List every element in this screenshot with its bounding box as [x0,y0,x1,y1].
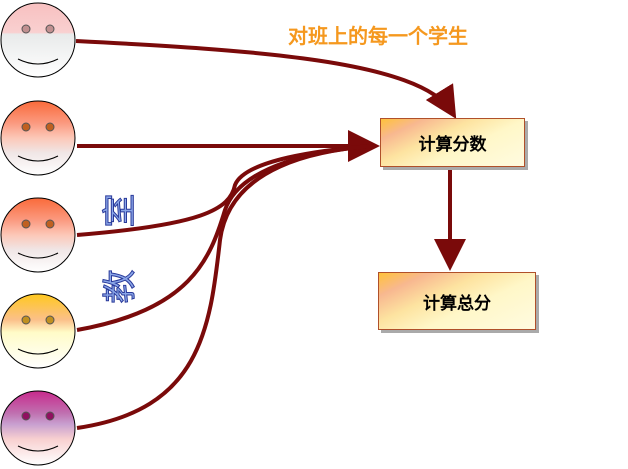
label-char-teach: 教 [100,269,141,304]
student-face-1 [0,2,76,78]
student-face-4 [0,293,76,369]
student-face-3 [0,197,76,273]
compute-total-box: 计算总分 [378,272,536,330]
student-face-5 [0,390,76,466]
diagram-title: 对班上的每一个学生 [288,24,468,48]
compute-score-label: 计算分数 [418,135,487,155]
student-face-2 [0,100,76,176]
compute-score-box: 计算分数 [380,118,525,167]
label-char-room: 室 [100,193,141,228]
compute-total-label: 计算总分 [423,293,491,314]
arrow-face1-to-score [75,39,457,119]
